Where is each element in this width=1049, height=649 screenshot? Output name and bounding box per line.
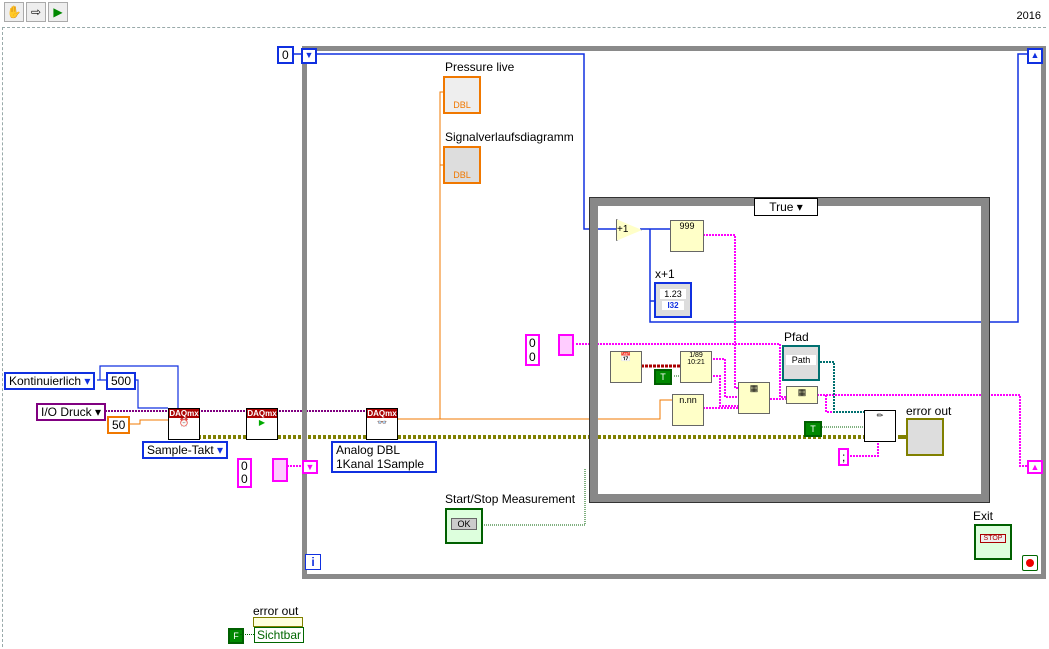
chart-label: Signalverlaufsdiagramm [445,130,574,144]
build-array-node[interactable]: ▦ [738,382,770,414]
separator-constant[interactable]: ; [838,448,850,466]
step-arrow-icon[interactable]: ⇨ [26,2,46,22]
samples-constant[interactable]: 50 [107,416,131,434]
daqmx-start-node[interactable]: DAQmx▶ [246,408,278,440]
ok-button-terminal[interactable]: OK [445,508,483,544]
shift-register-string-left[interactable]: ▼ [302,460,318,474]
while-loop[interactable] [302,46,1046,579]
ok-glyph: OK [451,518,477,530]
shift-register-string-right[interactable]: ▲ [1027,460,1043,474]
highlight-icon[interactable]: ▶ [48,2,68,22]
channel-constant[interactable]: I/O Druck ▾ [36,403,107,421]
case-selector[interactable]: True ▾ [754,198,818,216]
type-label: DBL [453,170,471,180]
sample-mode-constant[interactable]: Kontinuierlich ▾ [4,372,96,390]
pressure-label: Pressure live [445,60,515,74]
stop-button-terminal[interactable]: STOP [974,524,1012,560]
read-type-constant[interactable]: Analog DBL 1Kanal 1Sample [331,441,437,473]
false-constant[interactable]: F [228,628,244,644]
error-in-label: error out [253,604,299,618]
error-out-label: error out [906,404,952,418]
loop-condition-icon[interactable] [1022,555,1038,571]
error-cluster [253,617,303,627]
daqmx-read-node[interactable]: DAQmx👓 [366,408,398,440]
toolbar: ✋ ⇨ ▶ [4,2,68,24]
type-label: DBL [453,100,471,110]
format-number-node[interactable]: n.nn [672,394,704,426]
fmt-glyph: 999 [679,221,695,231]
stop-glyph: STOP [980,534,1006,543]
write-spreadsheet-node[interactable]: ✏ [864,410,896,442]
init-constant[interactable]: 0 [277,46,294,64]
false-wire [240,634,254,635]
number-to-string-node[interactable]: 999 [670,220,704,252]
version-label: 2016 [1016,10,1041,22]
shift-register-left[interactable]: ▼ [301,48,317,64]
case-label: True [769,200,794,214]
i32-type-label: I32 [662,301,684,310]
case-array-element [558,334,574,356]
array-element [272,458,288,482]
daqmx-timing-node[interactable]: DAQmx⏰ [168,408,200,440]
iteration-terminal: i [305,554,321,570]
gauge-icon[interactable]: DBL [443,76,481,114]
pfad-label: Pfad [784,330,809,344]
shift-register-right[interactable]: ▲ [1027,48,1043,64]
waveform-chart-icon[interactable]: DBL [443,146,481,184]
fmt2-glyph: n.nn [679,395,697,405]
hand-icon[interactable]: ✋ [4,2,24,22]
exit-label: Exit [973,509,994,523]
sichtbar-property[interactable]: Sichtbar [254,627,305,643]
true-constant-2[interactable]: T [804,421,822,437]
rate-constant[interactable]: 500 [106,372,137,390]
get-date-time-node[interactable]: 📅 [610,351,642,383]
build-array-node-2[interactable]: ▦ [786,386,818,404]
error-out-indicator[interactable] [906,418,944,456]
diagram-frame [2,27,1046,647]
startstop-label: Start/Stop Measurement [445,492,576,506]
path-control[interactable]: Path [782,345,820,381]
timing-type-constant[interactable]: Sample-Takt ▾ [142,441,229,459]
i32-glyph: 1.23 [660,289,686,299]
xplus-label: x+1 [655,267,675,281]
path-glyph: Path [786,355,816,365]
true-constant-1[interactable]: T [654,369,672,385]
